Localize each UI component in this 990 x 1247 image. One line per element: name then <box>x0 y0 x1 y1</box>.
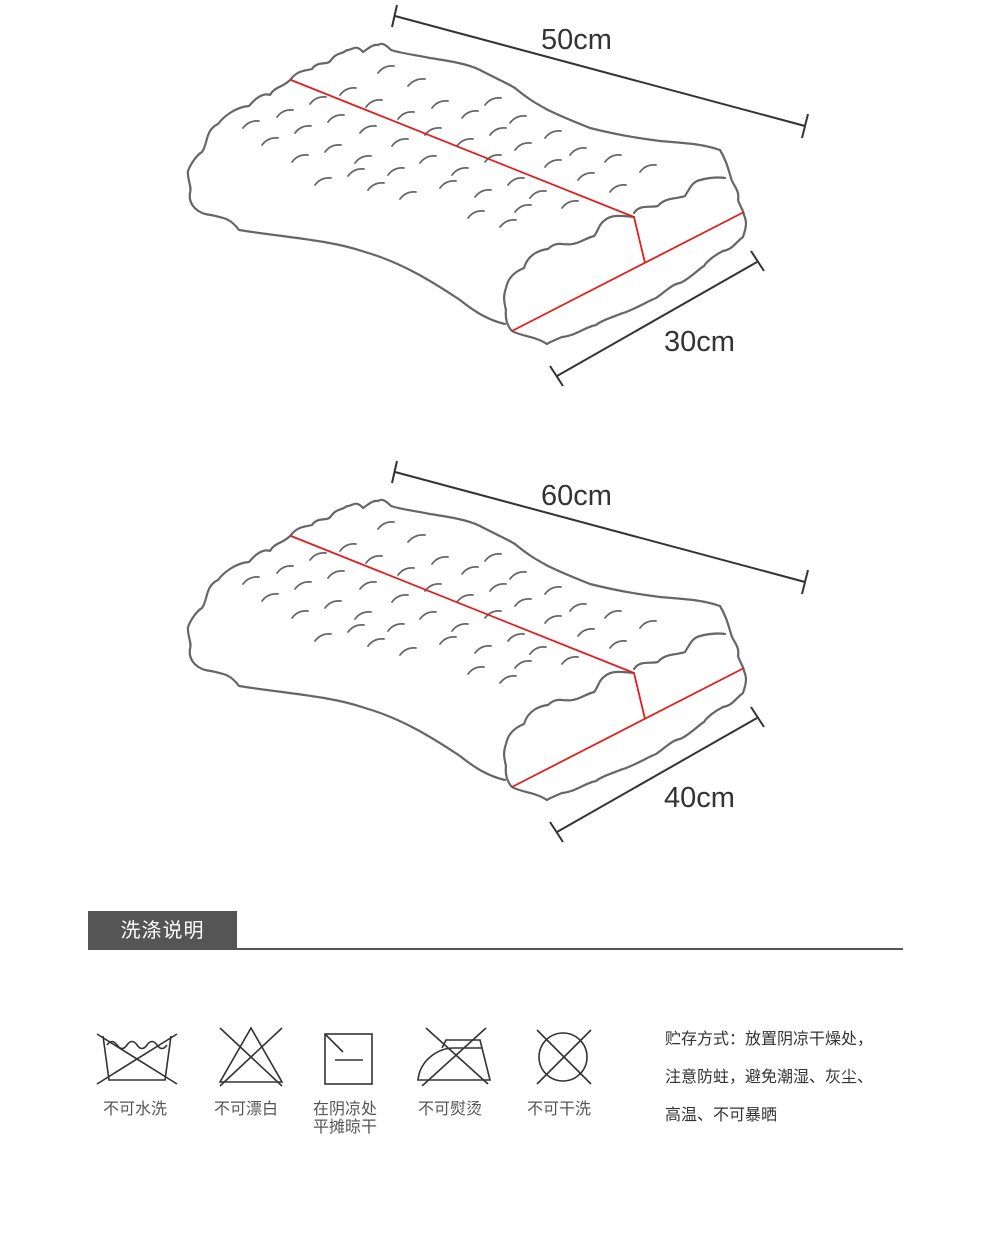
care-caption-line: 平摊晾干 <box>313 1117 378 1136</box>
length-label: 50cm <box>541 24 612 56</box>
care-caption: 不可漂白 <box>214 1099 279 1118</box>
no-dry-clean-icon <box>536 1029 592 1085</box>
care-caption-line: 在阴凉处 <box>313 1099 378 1118</box>
pillow-drawing <box>186 460 809 843</box>
length-dimension-line <box>391 4 809 139</box>
width-dimension-line <box>549 250 765 387</box>
measurement-lines <box>290 535 745 788</box>
shade-dry-flat-icon <box>324 1033 373 1085</box>
length-dimension-line <box>391 460 809 595</box>
pillow-diagram-small: 50cm 30cm <box>0 0 990 440</box>
storage-instructions: 贮存方式：放置阴凉干燥处， 注意防蛀，避免潮湿、灰尘、 高温、不可暴晒 <box>665 1020 955 1134</box>
section-divider <box>88 948 903 950</box>
care-caption: 不可熨烫 <box>418 1099 483 1118</box>
storage-line: 贮存方式：放置阴凉干燥处， <box>665 1029 874 1048</box>
length-label: 60cm <box>541 480 612 512</box>
care-caption: 在阴凉处 平摊晾干 <box>313 1100 377 1136</box>
no-wash-icon <box>96 1033 178 1085</box>
pillow-drawing <box>186 4 809 387</box>
width-label: 30cm <box>664 326 735 358</box>
pillow-dimples <box>242 64 657 228</box>
pillow-diagram-large: 60cm 40cm <box>0 456 990 896</box>
care-caption: 不可干洗 <box>527 1099 592 1118</box>
width-dimension-line <box>549 706 765 843</box>
no-iron-icon <box>417 1027 492 1086</box>
no-bleach-icon <box>218 1026 284 1087</box>
storage-line: 高温、不可暴晒 <box>665 1105 778 1124</box>
width-label: 40cm <box>664 782 735 814</box>
care-section-title: 洗涤说明 <box>88 911 237 949</box>
pillow-outline <box>186 42 748 346</box>
storage-line: 注意防蛀，避免潮湿、灰尘、 <box>665 1067 874 1086</box>
pillow-outline <box>186 498 748 802</box>
pillow-dimples <box>242 520 657 684</box>
care-caption: 不可水洗 <box>103 1099 168 1118</box>
measurement-lines <box>290 79 745 332</box>
